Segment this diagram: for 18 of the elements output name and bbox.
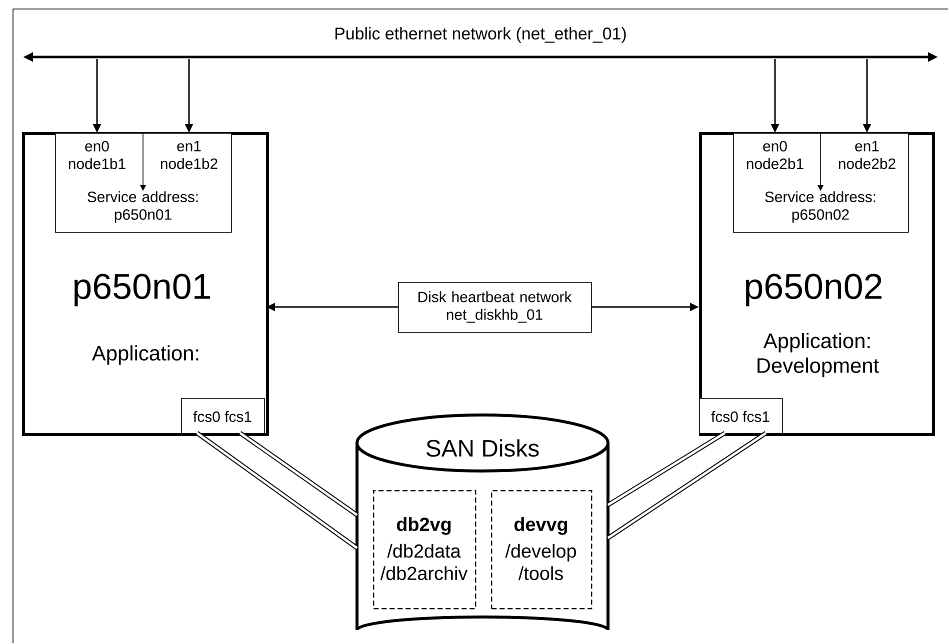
adapter-box: fcs0 fcs1 xyxy=(181,398,265,434)
fibre-link xyxy=(238,431,358,517)
interface-label: en0 node2b1 xyxy=(746,140,804,170)
server-name: p650n02 xyxy=(746,274,882,306)
network-label: Public ethernet network (net_ether_01) xyxy=(336,27,626,43)
interface-label: en0 node1b1 xyxy=(68,140,126,170)
server-name: p650n01 xyxy=(74,274,210,306)
fibre-link xyxy=(196,431,358,550)
network-box: Disk heartbeat network net_diskhb_01 xyxy=(398,282,592,333)
fibre-link xyxy=(606,431,768,540)
service-address: Service address: p650n01 xyxy=(88,191,198,223)
interface-label: en1 node2b2 xyxy=(838,140,896,170)
application-label: Application: Development xyxy=(758,332,879,378)
fibre-link xyxy=(606,431,726,507)
application-label: Application: xyxy=(92,345,198,365)
service-address: Service address: p650n02 xyxy=(765,191,876,223)
interface-label: en1 node1b2 xyxy=(160,140,218,170)
adapter-box: fcs0 fcs1 xyxy=(699,398,783,434)
